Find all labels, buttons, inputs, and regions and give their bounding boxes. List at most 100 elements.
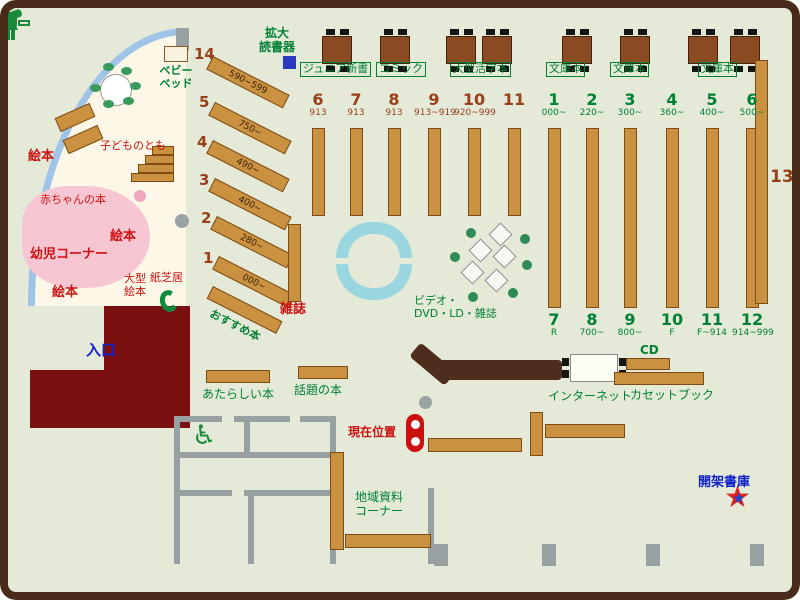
reading-table <box>688 29 718 72</box>
picture-books-label: 絵本 <box>28 149 55 164</box>
local-materials-line2: コーナー <box>354 504 403 519</box>
column-number: 2 <box>586 90 598 109</box>
wall <box>174 490 232 496</box>
wall-stub <box>434 544 448 566</box>
kids-chair-icon <box>121 67 132 75</box>
wheelchair-icon: ♿ <box>192 420 217 451</box>
column-range: 913 <box>385 107 403 118</box>
av-corner-label: ビデオ・ DVD・LD・雑誌 <box>414 294 497 320</box>
column-range: F <box>669 327 675 338</box>
column-range: 913~919 <box>414 107 456 118</box>
column-number: 10 <box>660 310 684 329</box>
diagonal-shelf-number: 1 <box>203 249 214 267</box>
baby-bed-line1: ベビー <box>159 64 193 77</box>
reading-table <box>446 29 476 72</box>
av-stool <box>520 234 530 244</box>
shelf-bar <box>586 128 599 308</box>
column-number: 7 <box>548 310 560 329</box>
topic-books-shelf <box>298 366 348 379</box>
chair-icon <box>486 66 495 72</box>
chair-icon <box>706 29 715 35</box>
large-picture-books-label: 大型 絵本 <box>122 272 148 298</box>
diagonal-shelf-bar: 590~599 <box>206 56 290 109</box>
chair-icon <box>326 29 335 35</box>
internet-label: インターネット <box>548 389 633 403</box>
column-range: 913 <box>309 107 327 118</box>
shelf-bar <box>624 128 637 308</box>
av-stool <box>522 260 532 270</box>
open-stacks-star-icon: ★ ★ <box>724 480 751 515</box>
column-range: 400~ <box>699 107 725 118</box>
chair-icon <box>398 66 407 72</box>
shelf-bar <box>428 438 522 452</box>
chair-icon <box>619 358 626 366</box>
pillar <box>175 214 189 228</box>
cassette-shelf <box>614 372 704 385</box>
av-carrel <box>492 244 517 269</box>
av-carrel <box>484 268 509 293</box>
shelf-bar <box>428 128 441 216</box>
sofa-arc-bottom <box>336 264 412 300</box>
shelf-bar <box>312 128 325 216</box>
column-number: 8 <box>388 90 400 109</box>
av-stool <box>450 252 460 262</box>
wall-stub <box>750 544 764 566</box>
topic-books-label: 話題の本 <box>294 383 343 397</box>
chair-icon <box>464 29 473 35</box>
magnifier-label: 拡大 読書器 <box>248 26 306 55</box>
shelf-bar <box>666 128 679 308</box>
wall <box>428 488 434 564</box>
shelf-bar <box>388 128 401 216</box>
reading-table <box>322 29 352 72</box>
chair-icon <box>450 29 459 35</box>
chair-icon <box>692 66 701 72</box>
wall <box>244 416 250 458</box>
new-books-shelf <box>206 370 270 383</box>
reading-table <box>620 29 650 72</box>
diagonal-shelf-number: 2 <box>201 209 212 227</box>
diagonal-shelf-number: 14 <box>194 45 215 63</box>
chair-icon <box>340 66 349 72</box>
column-number: 12 <box>740 310 764 329</box>
magnifier-line1: 拡大 <box>264 26 289 40</box>
baby-bed-icon <box>164 46 188 62</box>
toddler-corner-label: 幼児コーナー <box>30 247 109 262</box>
cd-label: CD <box>640 343 659 357</box>
chair-icon <box>734 66 743 72</box>
open-stacks-label: 開架書庫 <box>698 475 751 490</box>
chair-icon <box>748 66 757 72</box>
chair-icon <box>566 66 575 72</box>
column-range: 360~ <box>659 107 685 118</box>
chair-icon <box>464 66 473 72</box>
wall <box>300 416 336 422</box>
cassette-label: カセットブック <box>630 388 715 402</box>
chair-icon <box>692 29 701 35</box>
column-number: 4 <box>666 90 678 109</box>
shelf-bar <box>468 128 481 216</box>
wall <box>174 416 222 422</box>
av-stool <box>508 288 518 298</box>
kids-pink-stool <box>134 190 146 202</box>
kids-step <box>145 155 174 164</box>
bunko-label: 文庫本 <box>610 62 649 77</box>
chair-icon <box>580 29 589 35</box>
chair-icon <box>486 29 495 35</box>
picture-books-label: 絵本 <box>52 285 79 300</box>
woman-icon <box>0 0 20 72</box>
junior-shinsho-label: ジュニア新書 <box>300 62 372 77</box>
column-number: 11 <box>700 310 724 329</box>
shelf-column-label: 11 <box>494 91 534 109</box>
local-materials-line1: 地域資料 <box>354 490 403 504</box>
column-number: 9 <box>624 310 636 329</box>
av-carrel <box>460 260 485 285</box>
magazines-label: 雑誌 <box>280 302 307 317</box>
chair-icon <box>326 66 335 72</box>
shelf-bar-13 <box>755 60 768 304</box>
column-range: 500~ <box>739 107 765 118</box>
